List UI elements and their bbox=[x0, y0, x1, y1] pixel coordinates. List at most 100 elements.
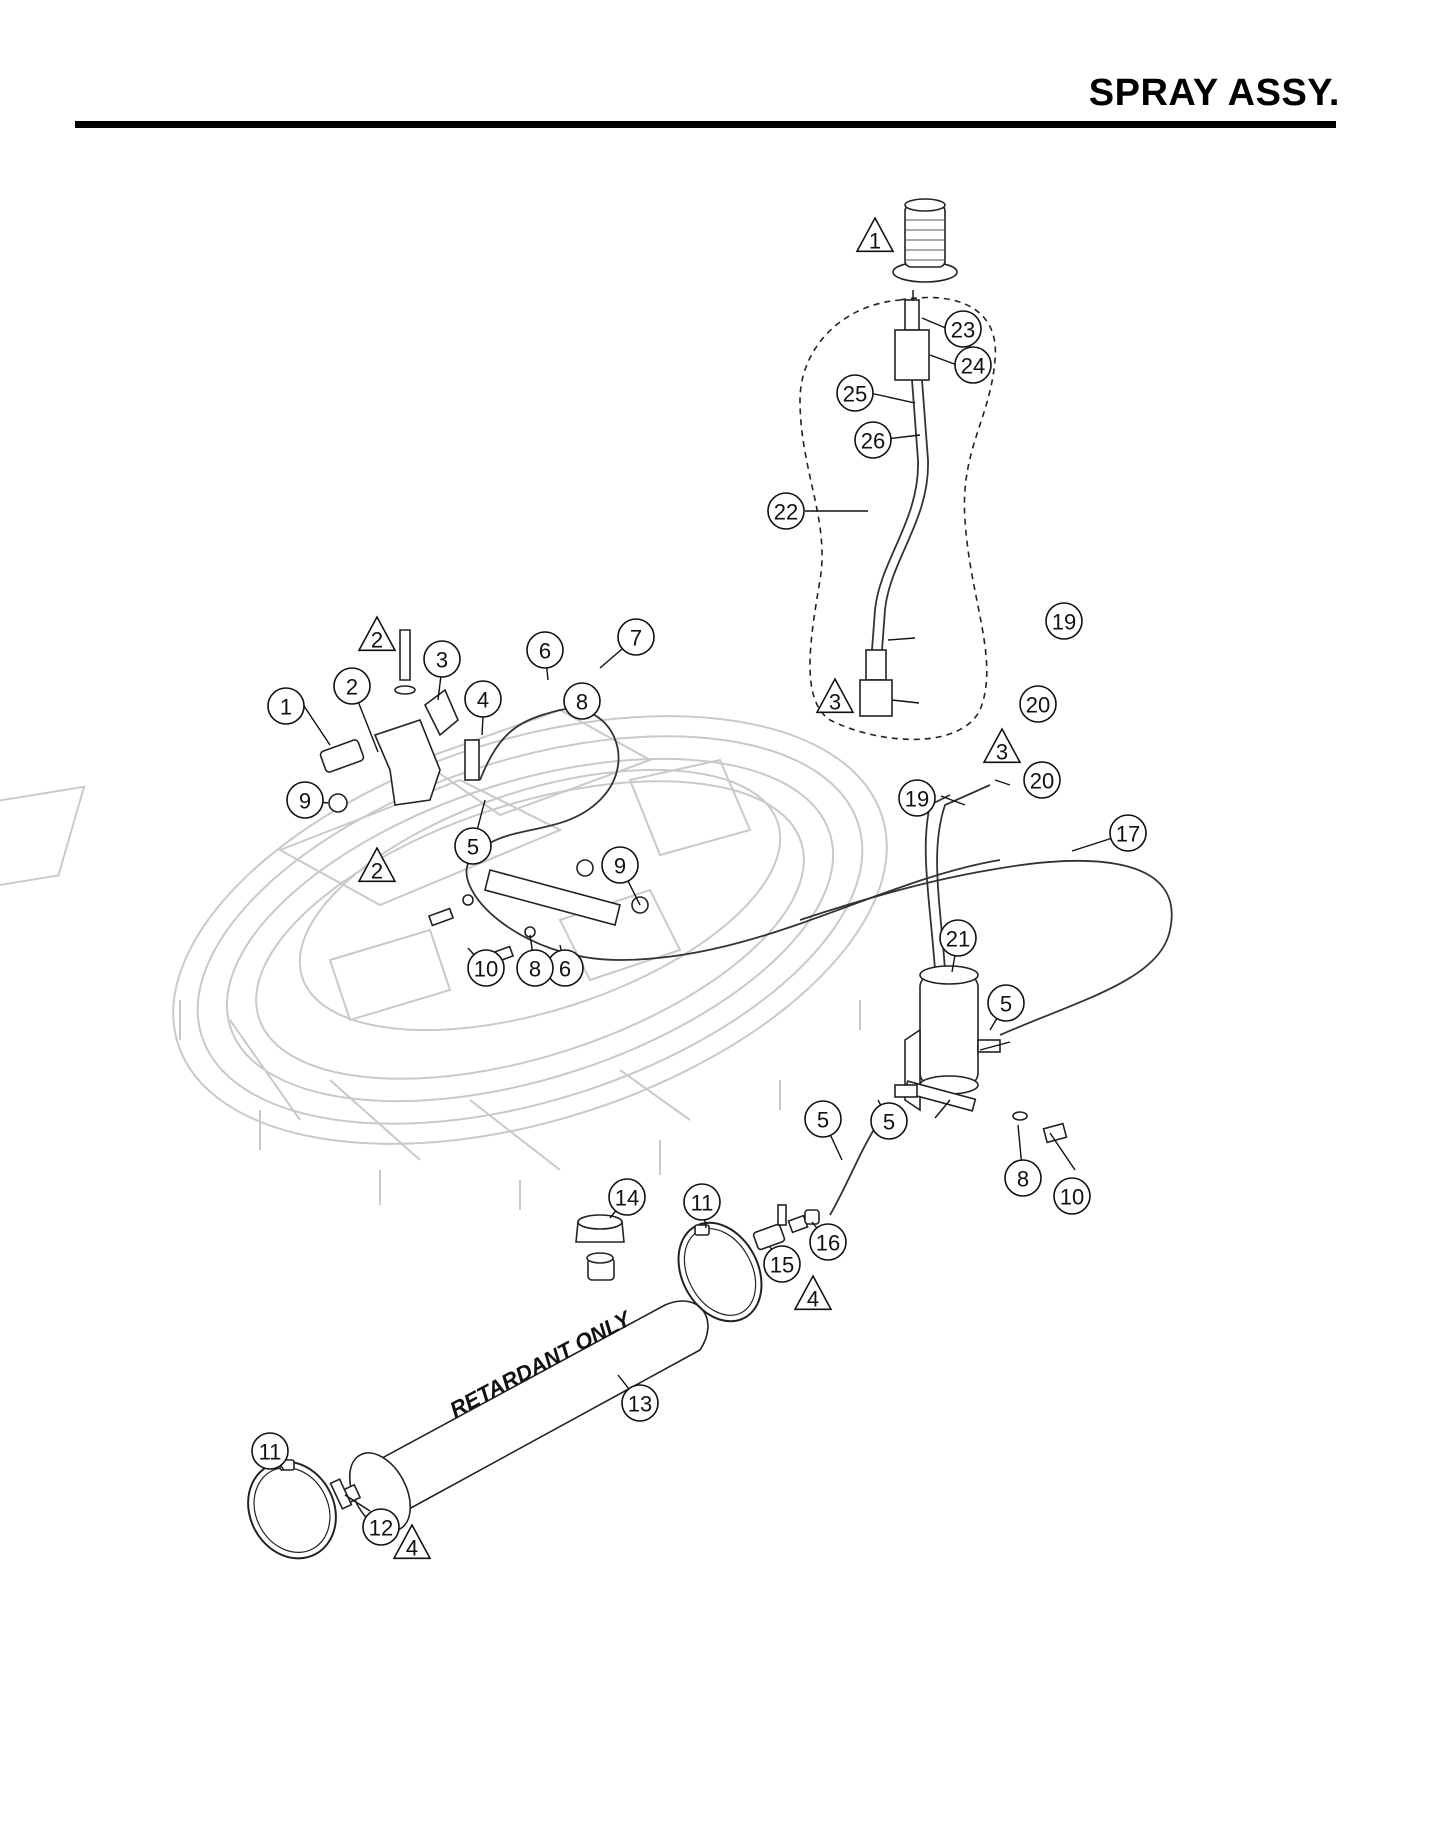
callout-number: 6 bbox=[559, 957, 571, 982]
callout-number: 17 bbox=[1116, 822, 1140, 847]
callout-23: 23 bbox=[944, 310, 982, 348]
machine-frame bbox=[0, 708, 888, 1210]
callout-16: 16 bbox=[809, 1223, 847, 1261]
note-triangle-shape bbox=[982, 727, 1022, 764]
callout-circle bbox=[987, 984, 1025, 1022]
callout-11: 11 bbox=[683, 1183, 721, 1221]
callout-circle bbox=[526, 631, 564, 669]
callout-circle bbox=[954, 346, 992, 384]
note-triangle-shape bbox=[815, 677, 855, 714]
callout-group: 1234555566788899101011111213141516171919… bbox=[251, 310, 1147, 1546]
callout-number: 19 bbox=[1052, 610, 1076, 635]
callout-circle bbox=[467, 949, 505, 987]
callout-circle bbox=[939, 919, 977, 957]
callout-number: 11 bbox=[259, 1440, 282, 1465]
callout-circle bbox=[563, 682, 601, 720]
callout-number: 14 bbox=[615, 1186, 639, 1211]
callout-circle bbox=[767, 492, 805, 530]
callout-5: 5 bbox=[870, 1102, 908, 1140]
callout-number: 8 bbox=[529, 957, 541, 982]
note-triangle-shape bbox=[357, 846, 397, 883]
callout-number: 8 bbox=[576, 690, 588, 715]
callout-number: 12 bbox=[369, 1516, 393, 1541]
note-number: 3 bbox=[996, 740, 1008, 765]
callout-24: 24 bbox=[954, 346, 992, 384]
callout-number: 21 bbox=[946, 927, 970, 952]
callout-circle bbox=[870, 1102, 908, 1140]
callout-20: 20 bbox=[1023, 761, 1061, 799]
callout-number: 15 bbox=[770, 1253, 794, 1278]
callout-5: 5 bbox=[454, 827, 492, 865]
callout-number: 3 bbox=[436, 648, 448, 673]
callout-number: 24 bbox=[961, 354, 985, 379]
note-triangle-shape bbox=[793, 1274, 833, 1311]
callout-circle bbox=[836, 374, 874, 412]
callout-14: 14 bbox=[608, 1178, 646, 1216]
title-rule bbox=[75, 121, 1336, 128]
callout-6: 6 bbox=[546, 949, 584, 987]
callout-number: 13 bbox=[628, 1392, 652, 1417]
note-triangle-shape bbox=[392, 1523, 432, 1560]
callout-number: 16 bbox=[816, 1231, 840, 1256]
hose-clamp-lower bbox=[247, 1459, 337, 1560]
callout-circle bbox=[1023, 761, 1061, 799]
callout-circle bbox=[898, 779, 936, 817]
callout-19: 19 bbox=[1045, 602, 1083, 640]
callout-number: 20 bbox=[1030, 769, 1054, 794]
callout-number: 8 bbox=[1017, 1167, 1029, 1192]
callout-number: 26 bbox=[861, 429, 885, 454]
switch-harness bbox=[859, 299, 930, 717]
callout-circle bbox=[251, 1432, 289, 1470]
callout-circle bbox=[333, 667, 371, 705]
callout-number: 5 bbox=[467, 835, 479, 860]
callout-circle bbox=[944, 310, 982, 348]
mounting-bar bbox=[427, 859, 649, 965]
page-title: SPRAY ASSY. bbox=[1088, 72, 1340, 114]
callout-circle bbox=[267, 687, 305, 725]
callout-circle bbox=[423, 640, 461, 678]
callout-number: 11 bbox=[691, 1191, 714, 1216]
callout-circle bbox=[608, 1178, 646, 1216]
callout-25: 25 bbox=[836, 374, 874, 412]
harness-boundary bbox=[799, 296, 997, 741]
callout-11: 11 bbox=[251, 1432, 289, 1470]
callout-5: 5 bbox=[804, 1100, 842, 1138]
pump bbox=[894, 965, 1076, 1171]
callout-21: 21 bbox=[939, 919, 977, 957]
callout-circle bbox=[1045, 602, 1083, 640]
callout-13: 13 bbox=[621, 1384, 659, 1422]
callout-20: 20 bbox=[1019, 685, 1057, 723]
callout-circle bbox=[1004, 1159, 1042, 1197]
callout-17: 17 bbox=[1109, 814, 1147, 852]
callout-number: 4 bbox=[477, 688, 489, 713]
retardant-tank: RETARDANT ONLY bbox=[348, 1214, 709, 1532]
callout-circle bbox=[1109, 814, 1147, 852]
callout-8: 8 bbox=[563, 682, 601, 720]
callout-circle bbox=[464, 680, 502, 718]
callout-4: 4 bbox=[464, 680, 502, 718]
callout-circle bbox=[804, 1100, 842, 1138]
note-number: 3 bbox=[829, 690, 841, 715]
callout-number: 20 bbox=[1026, 693, 1050, 718]
note-triangle-shape bbox=[357, 615, 397, 652]
callout-circle bbox=[454, 827, 492, 865]
callout-number: 6 bbox=[539, 639, 551, 664]
callout-number: 1 bbox=[280, 695, 292, 720]
callout-26: 26 bbox=[854, 421, 892, 459]
note-number: 4 bbox=[807, 1287, 819, 1312]
callout-number: 9 bbox=[299, 789, 311, 814]
drain-valve bbox=[329, 1478, 362, 1510]
note-triangle-1: 1 bbox=[855, 216, 895, 254]
callout-number: 25 bbox=[843, 382, 867, 407]
callout-circle bbox=[601, 846, 639, 884]
callout-circle bbox=[683, 1183, 721, 1221]
callout-circle bbox=[1053, 1177, 1091, 1215]
callout-10: 10 bbox=[467, 949, 505, 987]
shutoff-valve bbox=[752, 1204, 820, 1251]
return-hose bbox=[799, 860, 1173, 1036]
callout-5: 5 bbox=[987, 984, 1025, 1022]
callout-22: 22 bbox=[767, 492, 805, 530]
note-triangle-3: 3 bbox=[815, 677, 855, 715]
callout-circle bbox=[621, 1384, 659, 1422]
